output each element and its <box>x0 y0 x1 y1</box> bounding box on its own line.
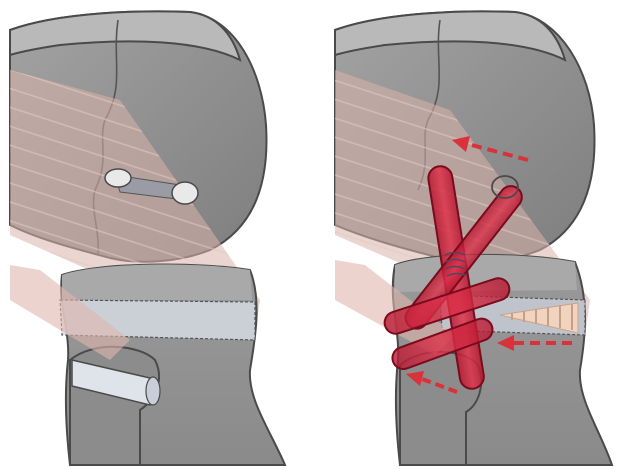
left-panel <box>10 11 285 465</box>
tibial-plateau-left <box>62 265 252 300</box>
right-panel <box>335 11 612 465</box>
femoral-tunnel-2-left <box>172 182 198 204</box>
femoral-tunnel-1-left <box>105 169 131 187</box>
tendon-stub-end-left <box>146 377 160 405</box>
